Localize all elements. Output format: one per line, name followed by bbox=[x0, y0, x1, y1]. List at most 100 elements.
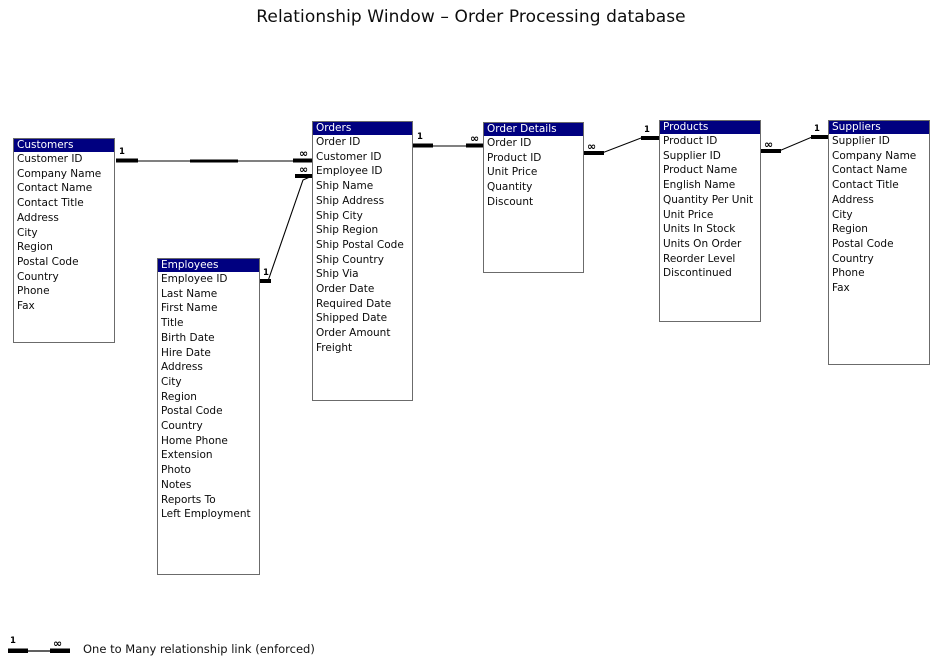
field-row[interactable]: Last Name bbox=[161, 287, 218, 300]
field-row[interactable]: Employee ID bbox=[161, 273, 228, 285]
field-row[interactable]: Title bbox=[161, 317, 184, 330]
table-customers[interactable]: Customers Customer ID Company Name Conta… bbox=[13, 138, 115, 343]
field-row[interactable]: Supplier ID bbox=[832, 135, 890, 147]
field-row[interactable]: Left Employment bbox=[161, 508, 251, 521]
field-row[interactable]: Region bbox=[161, 390, 197, 403]
table-order-details[interactable]: Order Details Order ID Product ID Unit P… bbox=[483, 122, 584, 273]
field-row[interactable]: Discount bbox=[487, 195, 534, 208]
field-row[interactable]: Contact Title bbox=[17, 197, 84, 210]
field-row[interactable]: Ship Region bbox=[316, 224, 379, 237]
table-orders[interactable]: Orders Order ID Customer ID Employee ID … bbox=[312, 121, 413, 401]
table-orders-fields: Order ID Customer ID Employee ID Ship Na… bbox=[313, 135, 412, 356]
field-row[interactable]: Unit Price bbox=[487, 166, 538, 179]
field-row[interactable]: Units In Stock bbox=[663, 223, 736, 236]
field-row[interactable]: Customer ID bbox=[17, 153, 83, 165]
page-title: Relationship Window – Order Processing d… bbox=[256, 7, 686, 27]
field-row[interactable]: Postal Code bbox=[161, 405, 223, 418]
field-row[interactable]: Address bbox=[17, 211, 59, 224]
cardinality-many-customers-orders: ∞ bbox=[299, 147, 308, 160]
field-row[interactable]: Home Phone bbox=[161, 434, 228, 447]
field-row[interactable]: Extension bbox=[161, 449, 213, 462]
field-row[interactable]: Photo bbox=[161, 464, 191, 477]
field-row[interactable]: Notes bbox=[161, 478, 192, 491]
field-row[interactable]: Postal Code bbox=[832, 237, 894, 250]
table-order-details-fields: Order ID Product ID Unit Price Quantity … bbox=[484, 136, 583, 210]
field-row[interactable]: Required Date bbox=[316, 297, 392, 310]
field-row[interactable]: Address bbox=[161, 361, 203, 374]
field-row[interactable]: Hire Date bbox=[161, 346, 211, 359]
field-row[interactable]: Fax bbox=[17, 300, 35, 313]
cardinality-one-orders-order-details: 1 bbox=[417, 132, 423, 142]
table-employees[interactable]: Employees Employee ID Last Name First Na… bbox=[157, 258, 260, 575]
field-row[interactable]: Company Name bbox=[17, 167, 102, 180]
field-row[interactable]: City bbox=[17, 226, 38, 239]
field-row[interactable]: Ship Country bbox=[316, 253, 384, 266]
cardinality-many-employees-orders: ∞ bbox=[299, 163, 308, 176]
field-row[interactable]: Address bbox=[832, 193, 874, 206]
cardinality-many-order-details-products: ∞ bbox=[587, 140, 596, 153]
field-row[interactable]: Order Amount bbox=[316, 327, 391, 340]
field-row[interactable]: Country bbox=[17, 270, 59, 283]
field-row[interactable]: Units On Order bbox=[663, 237, 742, 250]
field-row[interactable]: Contact Name bbox=[832, 164, 908, 177]
table-customers-fields: Customer ID Company Name Contact Name Co… bbox=[14, 152, 114, 314]
field-row[interactable]: First Name bbox=[161, 302, 218, 315]
field-row[interactable]: City bbox=[161, 375, 182, 388]
legend-description: One to Many relationship link (enforced) bbox=[83, 642, 315, 656]
field-row[interactable]: Ship Via bbox=[316, 268, 359, 281]
table-suppliers[interactable]: Suppliers Supplier ID Company Name Conta… bbox=[828, 120, 930, 365]
field-row[interactable]: Company Name bbox=[832, 149, 917, 162]
field-row[interactable]: Contact Title bbox=[832, 179, 899, 192]
field-row[interactable]: Phone bbox=[832, 267, 865, 280]
cardinality-one-customers-orders: 1 bbox=[119, 147, 125, 157]
field-row[interactable]: Ship Postal Code bbox=[316, 238, 404, 251]
field-row[interactable]: Country bbox=[832, 252, 874, 265]
cardinality-one-order-details-products: 1 bbox=[644, 125, 650, 135]
field-row[interactable]: Region bbox=[17, 241, 53, 254]
field-row[interactable]: Order ID bbox=[316, 136, 361, 148]
field-row[interactable]: Region bbox=[832, 223, 868, 236]
field-row[interactable]: Fax bbox=[832, 282, 850, 295]
legend-symbol bbox=[8, 648, 70, 653]
relationship-line-employees-orders bbox=[253, 174, 313, 283]
table-employees-title: Employees bbox=[158, 259, 259, 272]
legend-many-label: ∞ bbox=[53, 637, 62, 650]
field-row[interactable]: Product ID bbox=[487, 151, 542, 164]
table-suppliers-title: Suppliers bbox=[829, 121, 929, 134]
field-row[interactable]: Ship City bbox=[316, 209, 363, 222]
field-row[interactable]: English Name bbox=[663, 179, 736, 192]
field-row[interactable]: Ship Name bbox=[316, 180, 374, 193]
field-row[interactable]: Quantity bbox=[487, 181, 533, 194]
field-row[interactable]: Phone bbox=[17, 285, 50, 298]
field-row[interactable]: City bbox=[832, 208, 853, 221]
field-row[interactable]: Postal Code bbox=[17, 255, 79, 268]
field-row[interactable]: Employee ID bbox=[316, 165, 383, 178]
relationship-line-order-details-products bbox=[584, 136, 660, 155]
table-employees-fields: Employee ID Last Name First Name Title B… bbox=[158, 272, 259, 522]
table-orders-title: Orders bbox=[313, 122, 412, 135]
field-row[interactable]: Discontinued bbox=[663, 267, 732, 280]
field-row[interactable]: Product ID bbox=[663, 135, 718, 147]
field-row[interactable]: Country bbox=[161, 420, 203, 433]
field-row[interactable]: Shipped Date bbox=[316, 312, 388, 325]
field-row[interactable]: Reorder Level bbox=[663, 252, 736, 265]
field-row[interactable]: Quantity Per Unit bbox=[663, 193, 754, 206]
field-row[interactable]: Reports To bbox=[161, 493, 216, 506]
cardinality-many-orders-order-details: ∞ bbox=[470, 132, 479, 145]
field-row[interactable]: Unit Price bbox=[663, 208, 714, 221]
field-row[interactable]: Order Date bbox=[316, 283, 375, 296]
legend-one-label: 1 bbox=[10, 636, 16, 646]
table-products-title: Products bbox=[660, 121, 760, 134]
field-row[interactable]: Supplier ID bbox=[663, 149, 721, 162]
field-row[interactable]: Order ID bbox=[487, 137, 532, 149]
field-row[interactable]: Freight bbox=[316, 341, 353, 354]
table-order-details-title: Order Details bbox=[484, 123, 583, 136]
table-products[interactable]: Products Product ID Supplier ID Product … bbox=[659, 120, 761, 322]
field-row[interactable]: Ship Address bbox=[316, 194, 385, 207]
field-row[interactable]: Contact Name bbox=[17, 182, 93, 195]
cardinality-many-products-suppliers: ∞ bbox=[764, 138, 773, 151]
field-row[interactable]: Birth Date bbox=[161, 331, 215, 344]
field-row[interactable]: Customer ID bbox=[316, 150, 382, 163]
field-row[interactable]: Product Name bbox=[663, 164, 738, 177]
